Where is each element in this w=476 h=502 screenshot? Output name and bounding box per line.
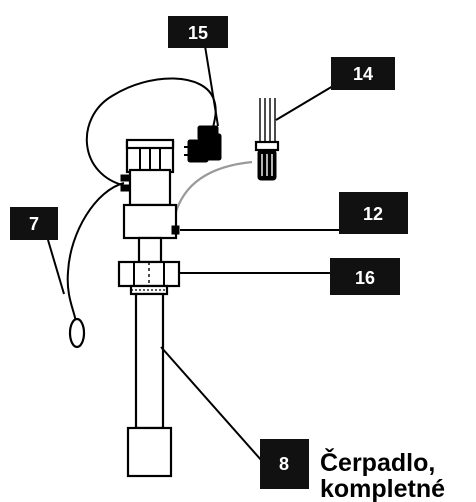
svg-text:14: 14	[353, 64, 373, 84]
float-switch	[68, 317, 86, 349]
pump-foot	[126, 426, 173, 478]
callout-12: 12	[339, 192, 408, 234]
callout-16: 16	[330, 258, 400, 295]
float-cable	[66, 182, 125, 323]
angle-connector	[184, 125, 222, 163]
svg-text:15: 15	[188, 23, 208, 43]
suction-tube	[134, 292, 165, 430]
motor-body	[128, 168, 172, 207]
callout-14: 14	[331, 57, 395, 90]
leader-lines	[47, 45, 345, 462]
callout-15: 15	[168, 16, 228, 48]
svg-text:8: 8	[279, 454, 289, 474]
svg-text:16: 16	[355, 268, 375, 288]
caption-line-2: kompletné	[320, 475, 445, 502]
callout-8: 8	[260, 439, 309, 489]
pump-assembly	[66, 77, 280, 478]
wire-plug	[254, 98, 280, 181]
callout-7: 7	[10, 207, 58, 240]
pump-body	[122, 203, 178, 240]
caption-line-1: Čerpadlo,	[320, 447, 435, 477]
svg-text:7: 7	[29, 214, 39, 234]
sensor-wire	[173, 160, 253, 216]
svg-text:12: 12	[363, 204, 383, 224]
